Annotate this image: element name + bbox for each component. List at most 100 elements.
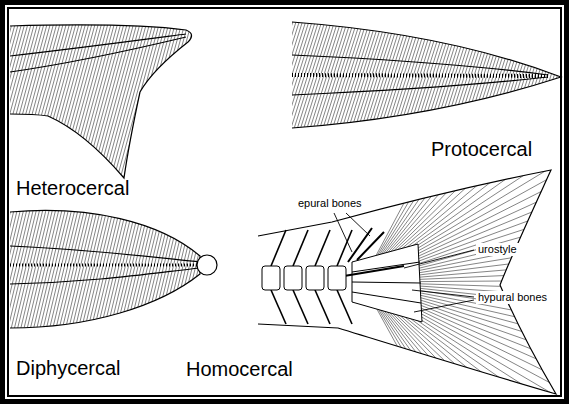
fin-ray bbox=[72, 205, 102, 330]
fin-ray bbox=[161, 205, 191, 330]
fin-ray bbox=[226, 20, 261, 130]
fin-ray bbox=[11, 205, 41, 330]
fin-ray bbox=[195, 20, 240, 185]
diphycercal-outline bbox=[10, 210, 200, 328]
fin-ray bbox=[310, 20, 345, 130]
diphycercal-body bbox=[10, 268, 200, 284]
fin-ray bbox=[106, 20, 151, 185]
neural-spine bbox=[271, 230, 286, 266]
fin-ray bbox=[107, 205, 137, 330]
fin-ray bbox=[94, 205, 124, 330]
fin-ray bbox=[138, 20, 183, 185]
fin-ray bbox=[271, 20, 306, 130]
heterocercal-spine bbox=[10, 37, 186, 72]
frame-outer bbox=[3, 3, 567, 402]
fin-ray bbox=[196, 205, 226, 330]
vertebra-body bbox=[262, 266, 280, 290]
fin-ray bbox=[163, 20, 208, 185]
fin-ray bbox=[176, 20, 221, 185]
fin-ray bbox=[358, 20, 393, 130]
fin-ray bbox=[33, 205, 63, 330]
fin-ray bbox=[450, 20, 485, 130]
homocercal-rays bbox=[362, 52, 569, 404]
fin-ray bbox=[171, 205, 201, 330]
protocercal-outline bbox=[292, 22, 561, 128]
fin-ray bbox=[62, 205, 92, 330]
fin-ray bbox=[24, 205, 54, 330]
fin-ray bbox=[40, 205, 70, 330]
diphycercal-notochord bbox=[10, 264, 203, 267]
fin-ray bbox=[412, 20, 447, 130]
fin-ray bbox=[345, 20, 380, 130]
leader-line bbox=[414, 300, 474, 312]
fin-ray bbox=[362, 52, 484, 282]
fin-ray bbox=[354, 20, 389, 130]
neural-spine bbox=[293, 230, 308, 266]
fin-ray bbox=[139, 205, 169, 330]
heterocercal-spine bbox=[10, 34, 186, 56]
fin-ray bbox=[14, 205, 44, 330]
protocercal-rays bbox=[217, 20, 569, 130]
fin-ray bbox=[297, 20, 332, 130]
diphycercal-tip bbox=[197, 255, 217, 275]
fin-ray bbox=[0, 20, 35, 185]
fin-ray bbox=[233, 20, 268, 130]
vertebra bbox=[306, 230, 330, 324]
fin-ray bbox=[155, 205, 185, 330]
fin-ray bbox=[348, 20, 383, 130]
diphycercal-body bbox=[10, 246, 200, 262]
fin-ray bbox=[118, 20, 163, 185]
heterocercal-rays bbox=[0, 20, 247, 185]
fin-ray bbox=[255, 20, 290, 130]
fin-ray bbox=[68, 205, 98, 330]
fin-ray bbox=[43, 205, 73, 330]
protocercal-body bbox=[292, 55, 548, 75]
tail-type-label: Homocercal bbox=[186, 358, 293, 381]
fin-ray bbox=[223, 20, 258, 130]
fin-ray bbox=[316, 20, 351, 130]
fin-ray bbox=[492, 20, 527, 130]
fin-ray bbox=[152, 205, 182, 330]
fin-ray bbox=[116, 205, 146, 330]
fin-ray bbox=[30, 205, 60, 330]
vertebra-body bbox=[328, 266, 346, 290]
haemal-spine bbox=[337, 290, 352, 324]
part-label: hypural bones bbox=[476, 291, 549, 304]
fin-ray bbox=[498, 20, 533, 130]
tail-type-label: Diphycercal bbox=[16, 357, 120, 380]
epural-bone bbox=[348, 228, 384, 262]
leader-line bbox=[346, 213, 370, 236]
heterocercal-outline bbox=[10, 25, 192, 178]
diphycercal-rays bbox=[0, 205, 242, 330]
fin-ray bbox=[166, 20, 211, 185]
fin-ray bbox=[129, 205, 159, 330]
homocercal-skeleton bbox=[262, 228, 422, 324]
fin-ray bbox=[186, 20, 231, 185]
fin-ray bbox=[463, 20, 498, 130]
fin-ray bbox=[258, 20, 293, 130]
fin-ray bbox=[134, 20, 179, 185]
fin-ray bbox=[303, 20, 338, 130]
fin-ray bbox=[170, 20, 215, 185]
fin-ray bbox=[1, 205, 31, 330]
leader-line bbox=[412, 290, 474, 297]
fin-ray bbox=[361, 20, 396, 130]
fin-ray bbox=[126, 205, 156, 330]
fin-ray bbox=[300, 20, 335, 130]
fin-ray bbox=[179, 20, 224, 185]
fin-ray bbox=[56, 205, 86, 330]
fin-ray bbox=[109, 20, 154, 185]
fin-ray bbox=[145, 205, 175, 330]
fin-ray bbox=[306, 20, 341, 130]
fin-ray bbox=[122, 20, 167, 185]
fin-ray bbox=[399, 20, 434, 130]
fin-ray bbox=[441, 20, 476, 130]
fin-ray bbox=[508, 20, 543, 130]
fin-ray bbox=[489, 20, 524, 130]
fin-ray bbox=[444, 20, 479, 130]
fin-ray bbox=[141, 20, 186, 185]
fin-ray bbox=[168, 205, 198, 330]
vertebra bbox=[284, 230, 308, 324]
fin-ray bbox=[154, 20, 199, 185]
